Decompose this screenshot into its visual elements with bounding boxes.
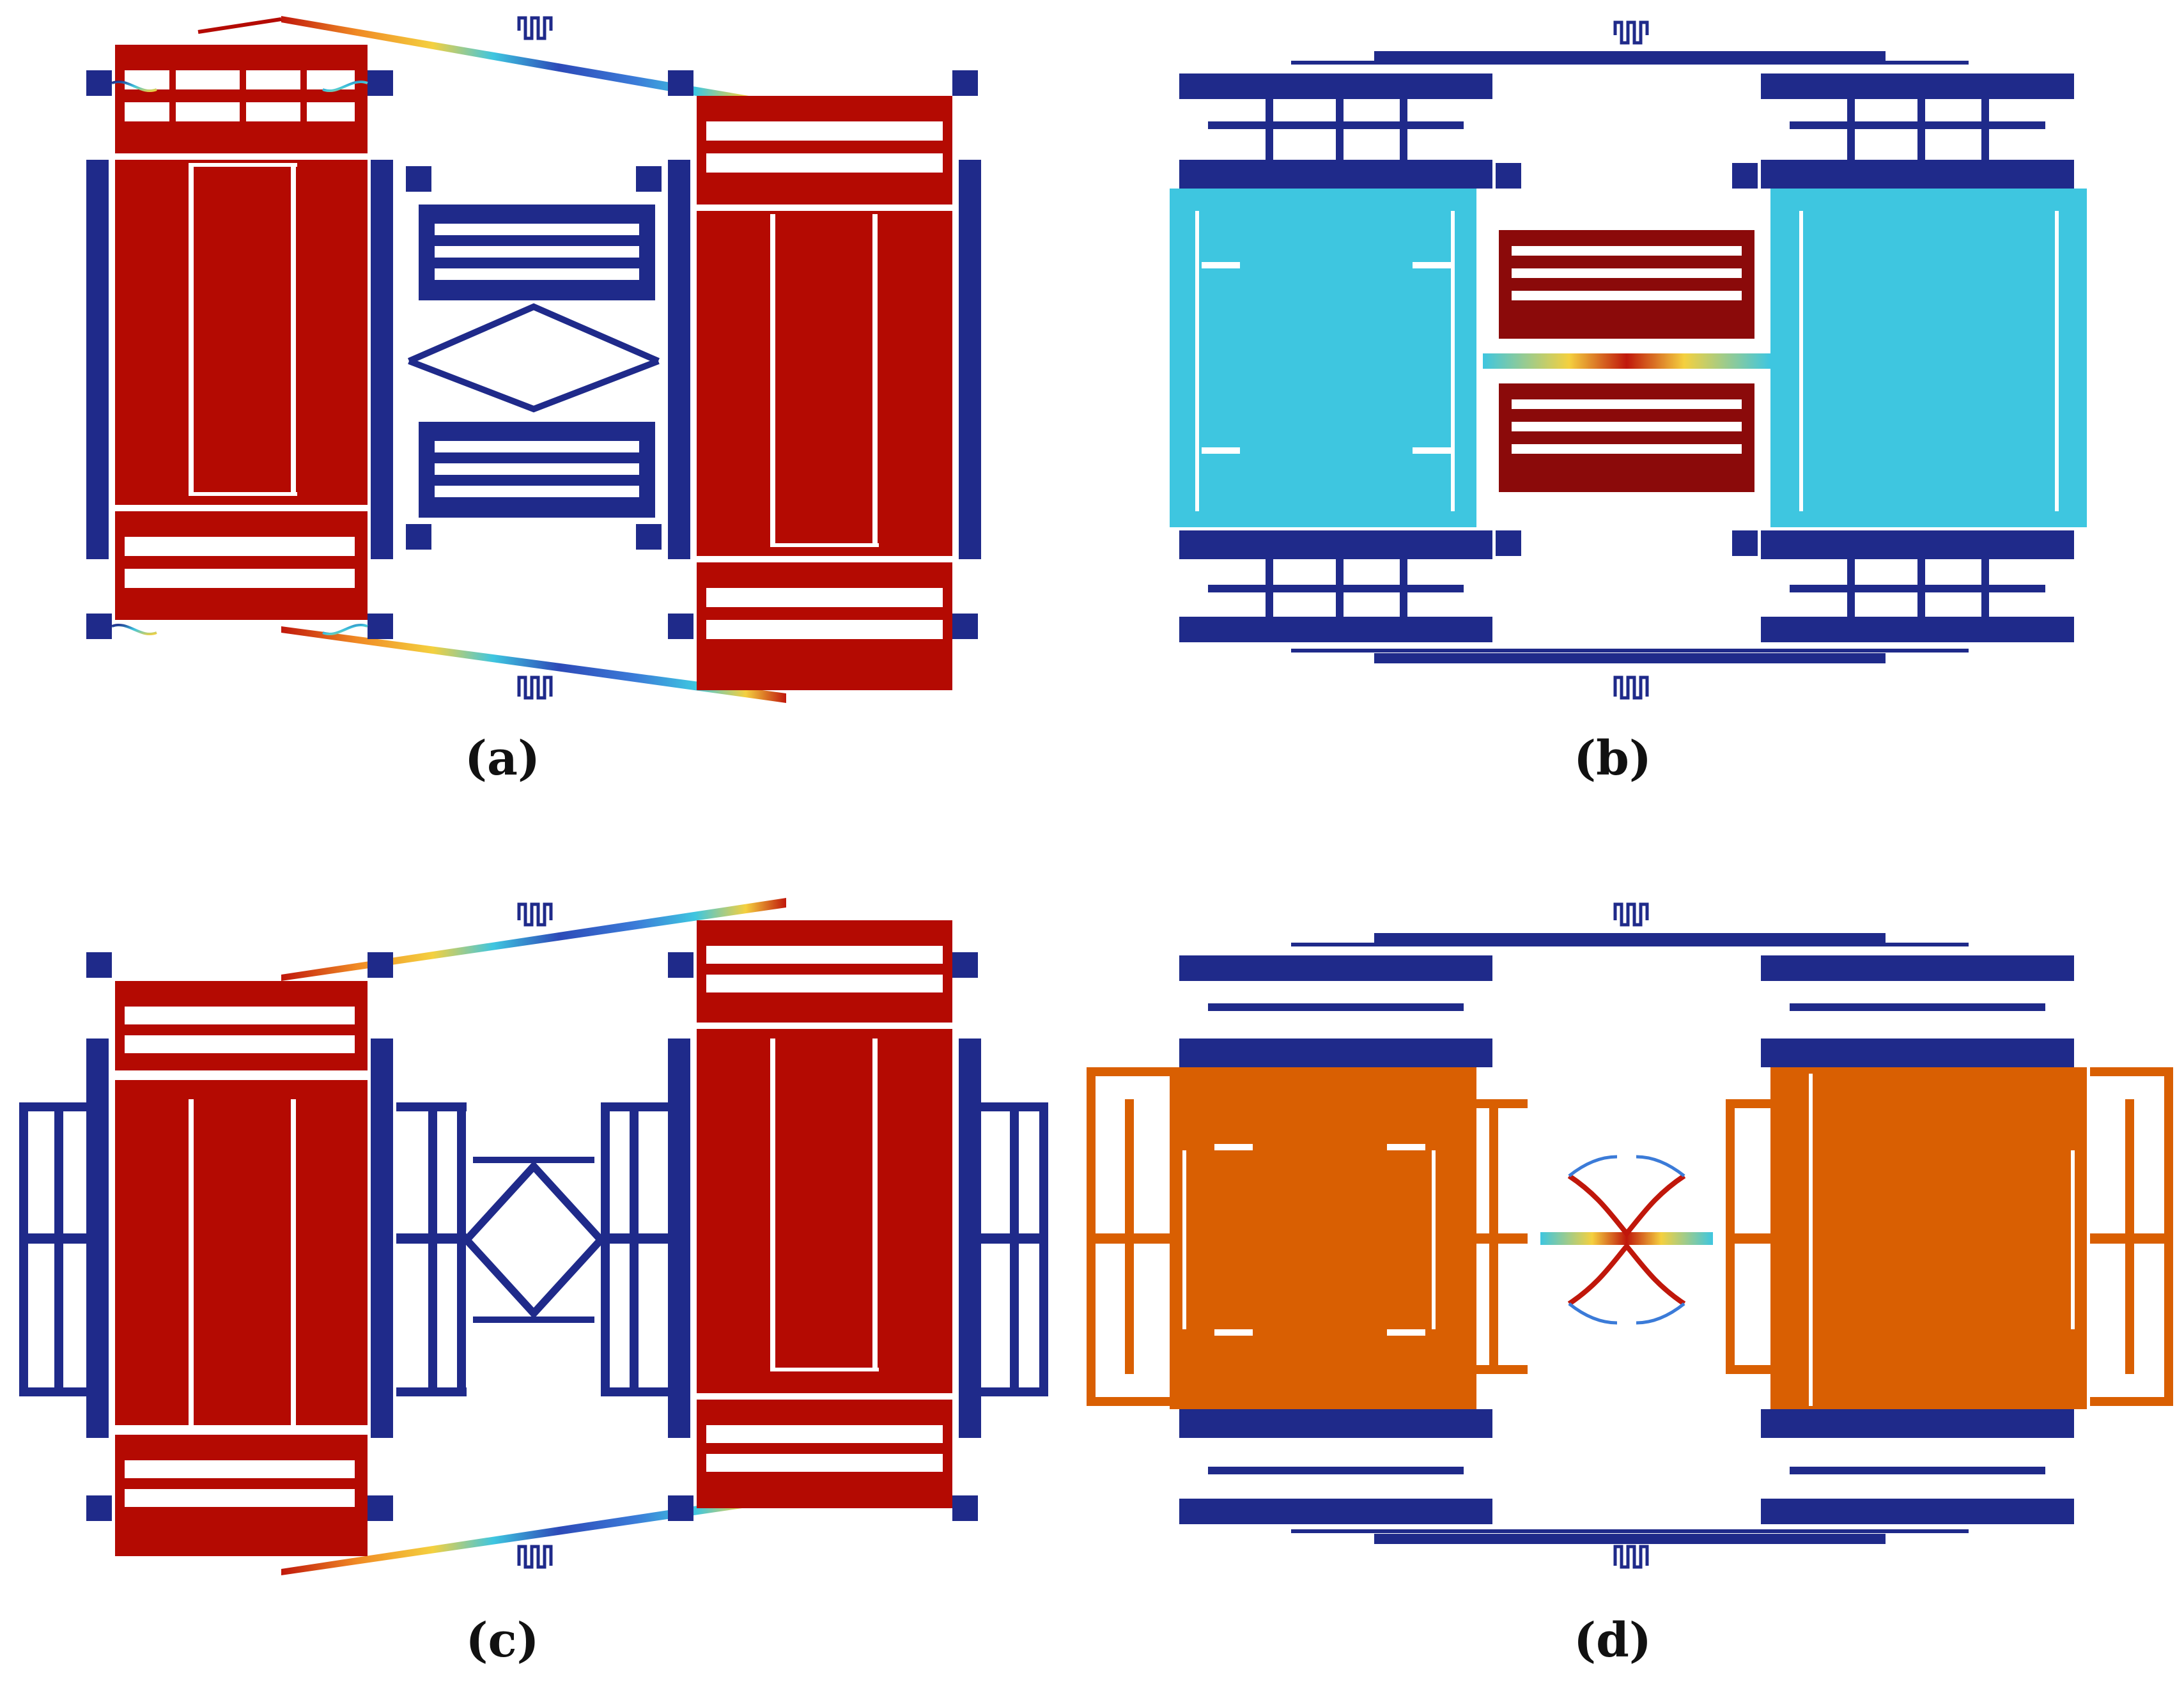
right-frame-d: [1761, 955, 2074, 1524]
left-frame-outer: [86, 160, 109, 559]
panel-b-label: (b): [1574, 731, 1652, 786]
bottom-meander-spring: [517, 676, 553, 700]
panel-a-label: (a): [465, 731, 540, 786]
left-resonator-c: [86, 952, 393, 1556]
left-frame-b: [1179, 73, 1492, 642]
left-proof-mass-d: [1170, 1067, 1476, 1409]
panel-a: (a): [86, 16, 981, 786]
left-proof-mass: [115, 160, 368, 505]
panel-b: (b): [1170, 20, 2087, 786]
left-bottom-comb: [115, 511, 368, 620]
central-coupler-d: [1540, 1155, 1713, 1325]
panel-d: (d): [1087, 902, 2173, 1668]
top-meander-spring: [517, 16, 553, 40]
right-top-comb: [697, 96, 952, 205]
left-proof-mass-b: [1170, 189, 1476, 527]
bottom-tilt-beam-c: [281, 1492, 786, 1575]
bottom-coupling-bar-b: [1374, 653, 1886, 663]
right-resonator-c: [668, 920, 981, 1521]
central-coupler-b: [1483, 163, 1770, 556]
right-proof-mass-d: [1770, 1067, 2087, 1409]
panel-d-label: (d): [1574, 1613, 1652, 1668]
meander-springs-d: [1613, 902, 1649, 1569]
top-tilt-beam-c: [281, 898, 786, 981]
top-coupling-bar-d: [1374, 933, 1886, 943]
panel-c-label: (c): [465, 1613, 539, 1668]
right-proof-mass-b: [1770, 189, 2087, 527]
left-frame-d: [1179, 955, 1492, 1524]
central-coupler-c: [461, 1157, 607, 1323]
top-meander-spring-b: [1613, 20, 1649, 700]
left-resonator: [86, 45, 393, 639]
outer-drive-frames-c: [19, 1102, 1048, 1396]
right-resonator: [668, 70, 981, 690]
top-tilt-beam-thin: [197, 17, 282, 34]
bottom-tilt-beam: [281, 626, 786, 703]
top-tilt-beam: [281, 16, 786, 112]
right-frame-b: [1761, 73, 2074, 642]
panel-c: (c): [19, 898, 1048, 1668]
right-proof-mass: [697, 211, 952, 556]
meander-springs-c: [517, 902, 553, 1569]
top-coupling-bar-b: [1374, 51, 1886, 61]
bottom-coupling-bar-d: [1374, 1534, 1886, 1544]
